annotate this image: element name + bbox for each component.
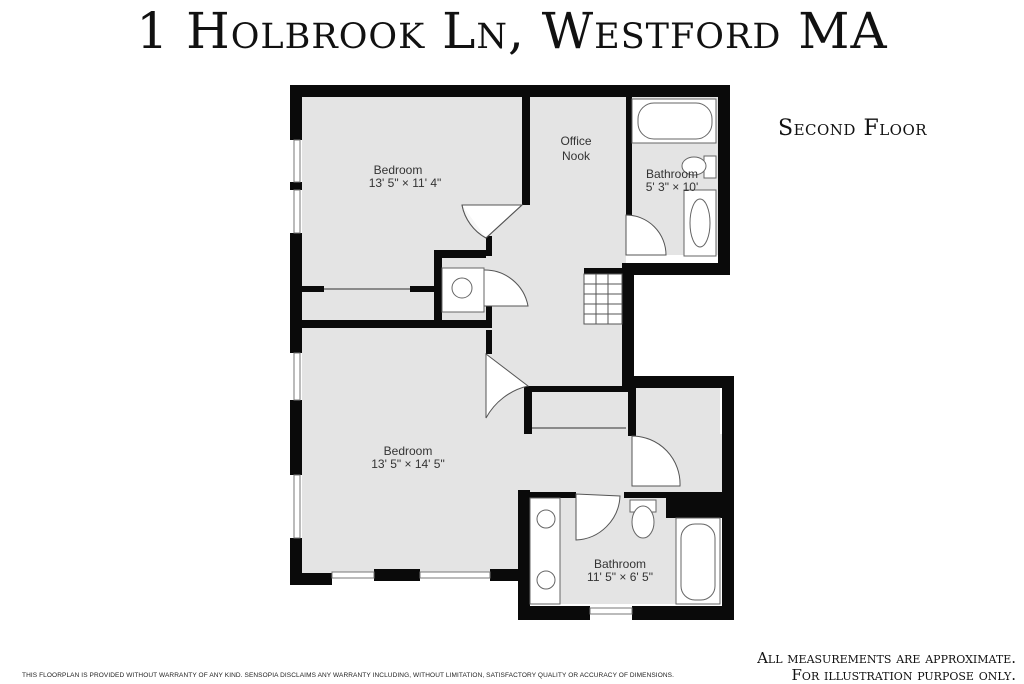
bedroom2-dims: 13' 5" × 14' 5" [371,457,445,471]
bathroom1-name: Bathroom [646,167,698,181]
bathroom1-fixtures [631,98,717,257]
walls [290,85,734,620]
closet-fixture [441,267,485,313]
plan-title: 1 Holbrook Ln, Westford MA [136,2,888,60]
windows [293,139,633,615]
office-name2: Nook [562,149,591,163]
approximate-note: All measurements are approximate. For il… [757,650,1016,684]
bathroom2-name: Bathroom [594,557,646,571]
doors [461,204,681,541]
bathroom1-dims: 5' 3" × 10' [646,180,699,194]
stairs [583,273,623,325]
bedroom1-name: Bedroom [374,163,423,177]
bedroom1-dims: 13' 5" × 11' 4" [369,176,442,190]
approximate-line-1: All measurements are approximate. [757,649,1016,667]
floor-label: Second Floor [778,116,928,141]
office-name: Office [560,134,591,148]
disclaimer-text: THIS FLOORPLAN IS PROVIDED WITHOUT WARRA… [22,672,674,679]
bathroom2-dims: 11' 5" × 6' 5" [587,570,653,584]
closet-rods [324,288,626,429]
approximate-line-2: For illustration purpose only. [791,666,1016,684]
bedroom2-name: Bedroom [384,444,433,458]
bathroom2-fixtures [529,497,721,605]
